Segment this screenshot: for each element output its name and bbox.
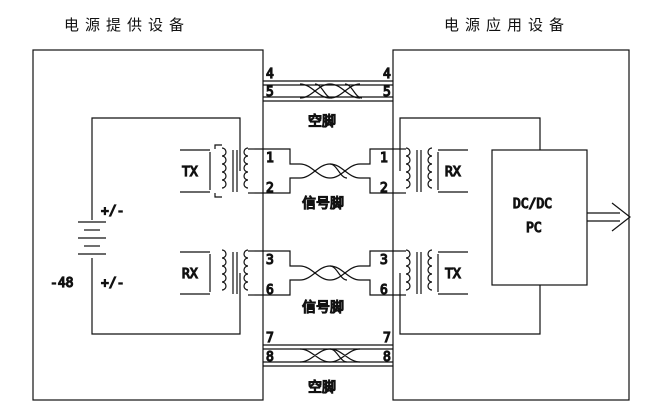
pin-3-left: 3 [266, 253, 274, 268]
left-rx-label: RX [182, 267, 198, 282]
left-device-title: 电源提供设备 [64, 16, 191, 34]
spare-pair-label-top: 空脚 [308, 114, 336, 130]
pin-3-right: 3 [380, 253, 388, 268]
supply-polarity-top: +/- [101, 204, 124, 219]
pin-1-right: 1 [380, 151, 388, 166]
left-rx-transformer [180, 249, 255, 296]
power-sourcing-equipment-box [32, 49, 264, 401]
spare-pair-7-8 [263, 344, 393, 367]
signal-pair-1-2 [255, 148, 400, 194]
pin-4-left: 4 [266, 67, 274, 82]
powered-device-box [392, 49, 630, 401]
pin-5-right: 5 [383, 85, 391, 100]
pin-5-left: 5 [266, 85, 274, 100]
pin-6-right: 6 [380, 283, 388, 298]
pin-6-left: 6 [266, 283, 274, 298]
pin-7-left: 7 [266, 331, 274, 346]
converter-label-line1: DC/DC [513, 197, 552, 212]
signal-pair-label-bottom: 信号脚 [302, 300, 344, 316]
pin-8-left: 8 [266, 350, 274, 365]
pin-2-left: 2 [266, 181, 274, 196]
right-rx-label: RX [445, 165, 461, 180]
right-tx-label: TX [445, 267, 461, 282]
pin-2-right: 2 [380, 181, 388, 196]
pin-8-right: 8 [383, 350, 391, 365]
left-tx-label: TX [182, 165, 198, 180]
spare-pair-4-5 [263, 80, 393, 102]
signal-pair-label-top: 信号脚 [302, 196, 344, 212]
converter-label-line2: PC [526, 221, 542, 236]
left-supply-loop [91, 117, 241, 335]
right-tx-transformer [400, 249, 468, 296]
signal-pair-3-6 [255, 250, 400, 296]
right-rx-transformer [400, 147, 468, 194]
right-device-title: 电源应用设备 [444, 16, 571, 34]
pin-7-right: 7 [383, 331, 391, 346]
dc-dc-converter-box [491, 149, 588, 286]
supply-voltage: -48 [50, 276, 73, 291]
output-arrow-icon [587, 202, 631, 232]
supply-polarity-bottom: +/- [101, 276, 124, 291]
pin-1-left: 1 [266, 151, 274, 166]
right-supply-loop [399, 117, 541, 335]
spare-pair-label-bottom: 空脚 [308, 380, 336, 396]
left-tx-transformer [180, 144, 255, 198]
pin-4-right: 4 [383, 67, 391, 82]
battery-icon [78, 221, 106, 255]
